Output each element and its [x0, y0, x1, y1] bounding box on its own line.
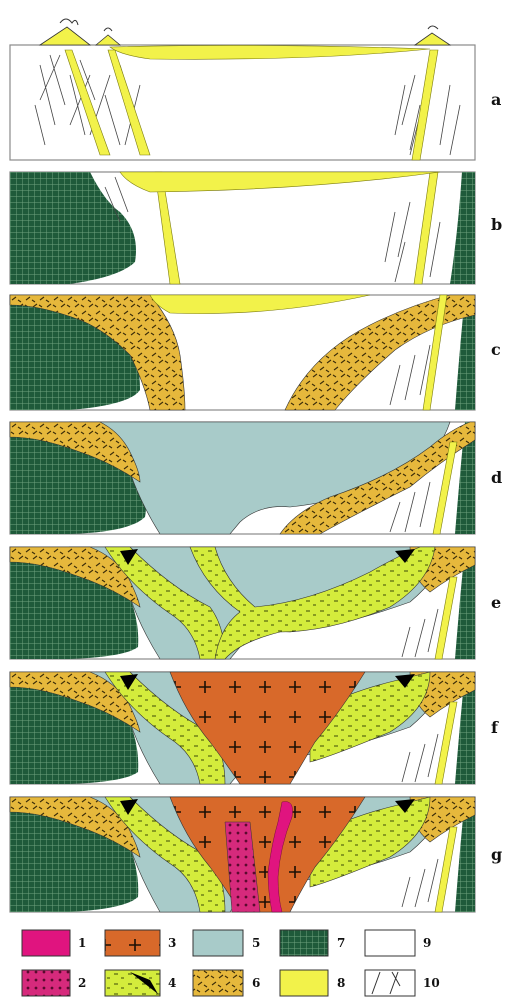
- legend-swatch-1: [22, 930, 70, 956]
- eruption-puff-1: [60, 19, 78, 25]
- panel-g: [10, 797, 475, 912]
- panel-a: [10, 19, 475, 160]
- panel-label-e: e: [491, 593, 501, 612]
- legend-swatch-8: [280, 970, 328, 996]
- legend-number-9: 9: [423, 936, 431, 950]
- panel-c: [10, 295, 475, 410]
- panel-label-a: a: [491, 90, 501, 109]
- legend-number-5: 5: [252, 936, 260, 950]
- eruption-puff-3: [428, 26, 438, 29]
- panel-b: [10, 172, 475, 284]
- legend-number-1: 1: [78, 936, 86, 950]
- legend-number-3: 3: [168, 936, 176, 950]
- volcano-cone-3: [415, 33, 450, 45]
- panel-label-c: c: [491, 340, 501, 359]
- legend-swatch-9: [365, 930, 415, 956]
- legend-number-4: 4: [168, 976, 176, 990]
- panel-d: [10, 422, 475, 534]
- panel-a-frame: [10, 45, 475, 160]
- panel-e: [10, 547, 475, 659]
- panel-label-g: g: [491, 845, 502, 864]
- eruption-puff-2: [104, 28, 112, 31]
- panel-label-b: b: [491, 215, 502, 234]
- legend-swatch-7: [280, 930, 328, 956]
- legend-swatch-3: [105, 930, 160, 956]
- legend-swatch-2: [22, 970, 70, 996]
- volcano-cone-1: [40, 27, 90, 45]
- legend-number-7: 7: [337, 936, 345, 950]
- volcano-cone-2: [96, 35, 120, 45]
- legend-number-6: 6: [252, 976, 260, 990]
- panel-f: [10, 672, 475, 784]
- legend-swatch-5: [193, 930, 243, 956]
- panel-label-d: d: [491, 468, 502, 487]
- legend-swatch-6: [193, 970, 243, 996]
- legend-number-10: 10: [423, 976, 440, 990]
- legend-number-2: 2: [78, 976, 86, 990]
- panel-label-f: f: [491, 718, 498, 737]
- legend-number-8: 8: [337, 976, 345, 990]
